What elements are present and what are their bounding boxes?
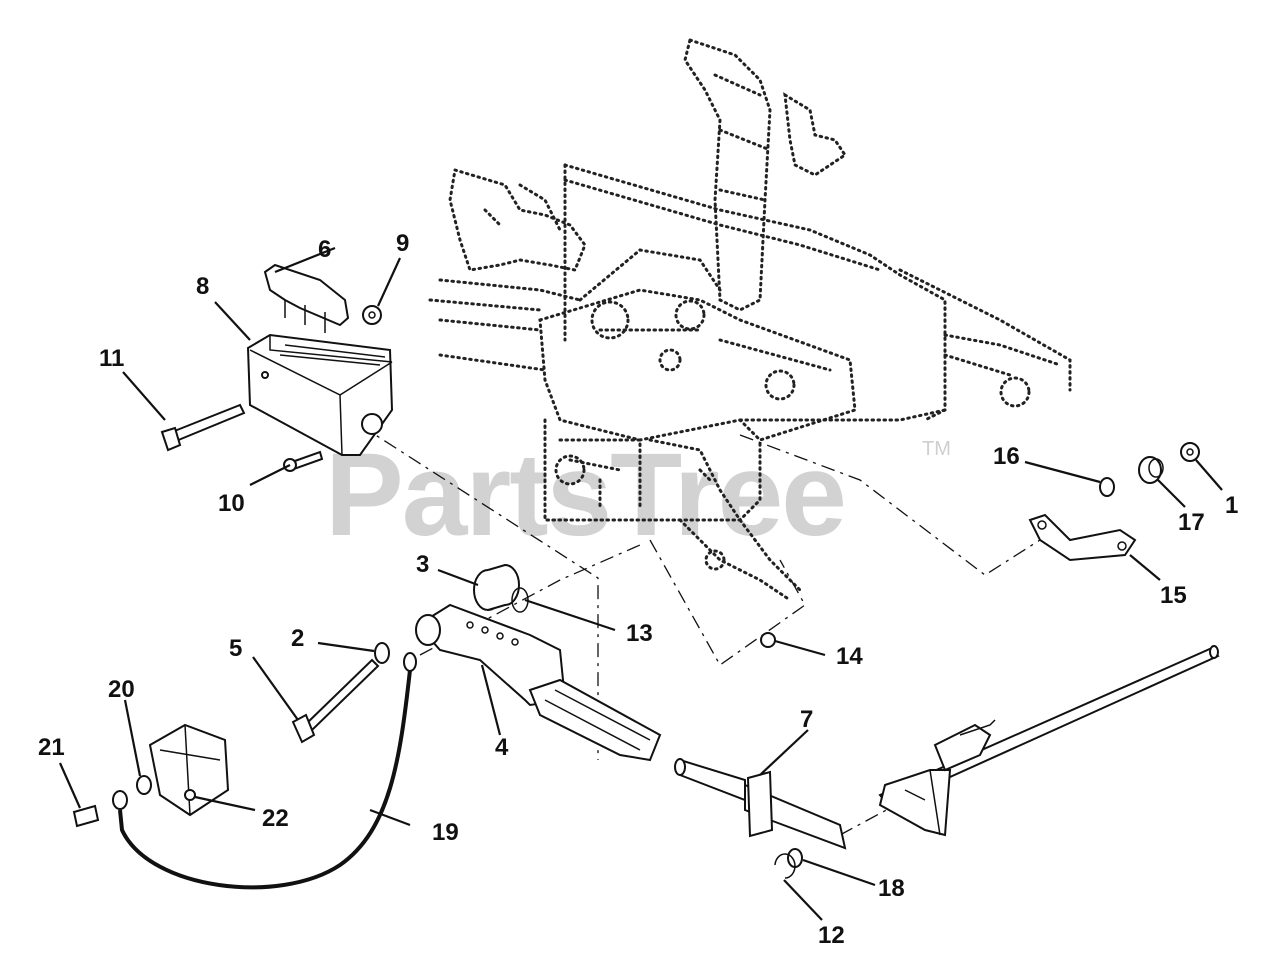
- callout-labels: 1 2 3 4 5 6 7 8 9 10 11 12 13 14 15 16 1…: [38, 230, 1238, 949]
- part-4-lift-arm: [415, 603, 662, 762]
- part-2-washer: [374, 642, 390, 664]
- callout-5: 5: [229, 635, 242, 662]
- callout-11: 11: [99, 345, 124, 372]
- part-12-clip: [774, 853, 796, 879]
- part-14-nut: [760, 632, 776, 648]
- callout-8: 8: [196, 273, 209, 300]
- callout-13: 13: [626, 620, 653, 647]
- part-8-housing: [246, 333, 394, 456]
- callout-9: 9: [396, 230, 409, 257]
- part-15-link: [1028, 513, 1137, 562]
- part-9-nut: [362, 305, 382, 325]
- tractor-frame: [428, 38, 1072, 602]
- callout-15: 15: [1160, 582, 1187, 609]
- part-22-bracket: [148, 723, 230, 817]
- callout-1: 1: [1225, 492, 1238, 519]
- part-10-screw: [283, 450, 324, 472]
- callout-3: 3: [416, 551, 429, 578]
- callout-6: 6: [318, 236, 331, 263]
- part-20-washer: [136, 775, 152, 795]
- callout-7: 7: [800, 706, 813, 733]
- callout-16: 16: [993, 443, 1020, 470]
- callout-20: 20: [108, 676, 135, 703]
- lift-rod-assembly: [878, 645, 1220, 837]
- watermark-text: PartsTree: [325, 429, 845, 561]
- callout-12: 12: [818, 922, 845, 949]
- part-17-bushing: [1138, 456, 1164, 484]
- callout-21: 21: [38, 734, 65, 761]
- part-21-screw: [72, 804, 100, 828]
- callout-14: 14: [836, 643, 863, 670]
- callout-17: 17: [1178, 509, 1205, 536]
- watermark-trademark: TM: [922, 438, 951, 460]
- part-19-cable: [112, 652, 417, 890]
- callout-4: 4: [495, 734, 509, 761]
- callout-2: 2: [291, 625, 304, 652]
- part-16-washer: [1099, 477, 1115, 497]
- part-11-bolt: [160, 403, 246, 452]
- callout-22: 22: [262, 805, 289, 832]
- part-5-bolt: [291, 658, 380, 744]
- part-6-bracket: [263, 263, 350, 333]
- callout-10: 10: [218, 490, 245, 517]
- part-3-bushing: [473, 563, 520, 611]
- part-7-shaft: [674, 758, 847, 850]
- leader-lines: [58, 246, 1223, 921]
- callout-19: 19: [432, 819, 459, 846]
- part-1-nut: [1180, 442, 1200, 462]
- callout-18: 18: [878, 875, 905, 902]
